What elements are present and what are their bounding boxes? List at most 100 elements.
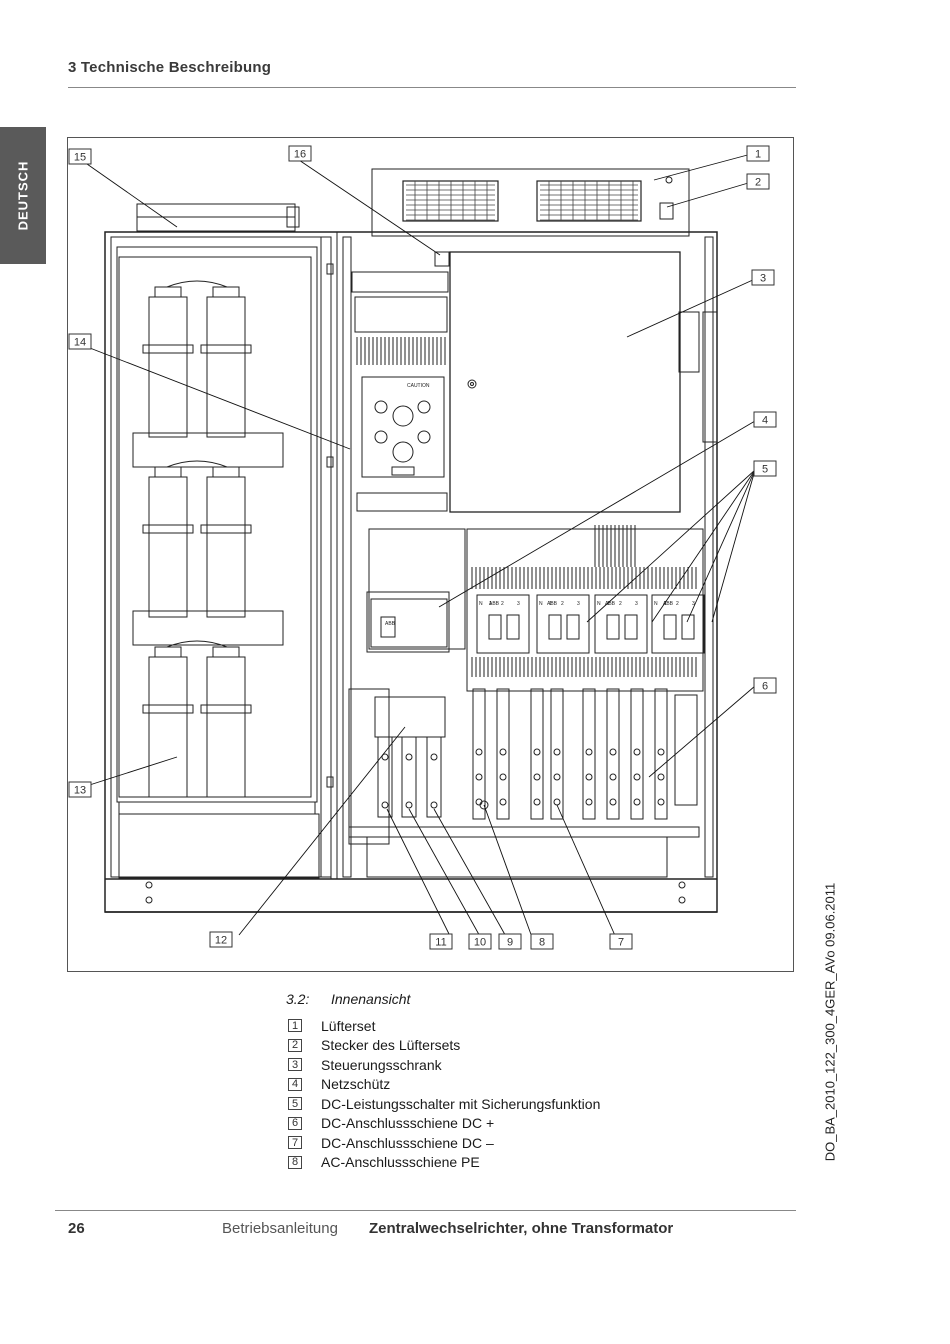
legend-label: Steuerungsschrank bbox=[321, 1056, 442, 1073]
terminal-label: 2 bbox=[619, 601, 622, 607]
footer-doc-type: Betriebsanleitung bbox=[222, 1220, 338, 1237]
left-cabinet-drawing bbox=[110, 236, 334, 879]
language-tab bbox=[0, 127, 46, 264]
callout-box bbox=[209, 931, 233, 948]
document-code: DO_BA_2010_122_300_4GER_AVo 09.06.2011 bbox=[822, 882, 838, 1162]
callout-box bbox=[751, 269, 775, 286]
callout-box bbox=[68, 333, 92, 350]
callout-box bbox=[429, 933, 453, 950]
terminal-label: N bbox=[539, 601, 543, 607]
terminal-label: N bbox=[654, 601, 658, 607]
terminal-label: 2 bbox=[501, 601, 504, 607]
callout-number: 13 bbox=[74, 785, 86, 797]
callout-number: 11 bbox=[435, 937, 446, 949]
legend-item: 8 AC-Anschlussschiene PE bbox=[288, 1153, 600, 1173]
callout-box bbox=[68, 781, 92, 798]
breaker-brand-label: ABB bbox=[605, 601, 616, 607]
callout-box bbox=[288, 145, 312, 162]
callout-leader-line bbox=[653, 152, 756, 181]
callout-leader-line bbox=[711, 469, 756, 623]
legend-label: DC-Leistungsschalter mit Sicherungsfunkt… bbox=[321, 1095, 601, 1112]
footer-divider bbox=[55, 1210, 796, 1211]
terminal-label: 1 bbox=[549, 601, 552, 607]
legend-label: Stecker des Lüftersets bbox=[321, 1037, 461, 1054]
breaker-brand-label: ABB bbox=[489, 601, 500, 607]
callout-leader-line bbox=[408, 808, 483, 941]
callout-number: 10 bbox=[474, 937, 486, 949]
callout-leader-line bbox=[586, 469, 756, 623]
breaker-brand-label: ABB bbox=[385, 621, 396, 627]
terminal-label: 2 bbox=[676, 601, 679, 607]
callout-leader-line bbox=[651, 469, 756, 623]
document-code-wrap: DO_BA_2010_122_300_4GER_AVo 09.06.2011 bbox=[820, 880, 840, 1165]
legend-label: DC-Anschlussschiene DC + bbox=[321, 1115, 495, 1132]
callout-box bbox=[753, 677, 777, 694]
legend-item: 3 Steuerungsschrank bbox=[288, 1055, 600, 1075]
callout-leader-line bbox=[76, 756, 178, 790]
callout-number: 3 bbox=[760, 273, 766, 285]
legend-number: 4 bbox=[288, 1077, 302, 1091]
callout-leader-line bbox=[76, 156, 178, 228]
footer-doc-title: Zentralwechselrichter, ohne Transformato… bbox=[369, 1220, 674, 1237]
legend-number: 8 bbox=[288, 1155, 302, 1169]
caution-label: CAUTION bbox=[407, 383, 430, 389]
callout-number: 5 bbox=[762, 464, 768, 476]
callout-number: 14 bbox=[74, 337, 86, 349]
callout-leader-line bbox=[438, 420, 756, 608]
callout-box bbox=[746, 145, 770, 162]
callout-box bbox=[753, 460, 777, 477]
figure-frame bbox=[67, 137, 794, 972]
callout-box bbox=[609, 933, 633, 950]
callout-box bbox=[753, 411, 777, 428]
legend-item: 7 DC-Anschlussschiene DC – bbox=[288, 1133, 600, 1153]
callout-leader-line bbox=[238, 726, 406, 936]
callout-box bbox=[746, 173, 770, 190]
terminal-label: 1 bbox=[489, 601, 492, 607]
legend-number: 1 bbox=[288, 1019, 302, 1033]
callout-number: 1 bbox=[755, 149, 761, 161]
callout-number: 7 bbox=[618, 937, 624, 949]
language-tab-label-wrap: DEUTSCH bbox=[0, 127, 46, 264]
fan-set-drawing bbox=[371, 168, 690, 237]
terminal-label: N bbox=[597, 601, 601, 607]
legend-label: Netzschütz bbox=[321, 1076, 391, 1093]
chapter-heading: 3 Technische Beschreibung bbox=[68, 59, 272, 76]
legend-item: 1 Lüfterset bbox=[288, 1016, 600, 1036]
callout-leader-line bbox=[626, 278, 756, 338]
terminal-label: 1 bbox=[664, 601, 667, 607]
callout-number: 9 bbox=[507, 937, 513, 949]
right-cabinet-drawing bbox=[336, 231, 718, 880]
breaker-brand-label: ABB bbox=[547, 601, 558, 607]
callout-box bbox=[68, 148, 92, 165]
callout-leader-line bbox=[386, 808, 453, 941]
legend-label: DC-Anschlussschiene DC – bbox=[321, 1134, 494, 1151]
callout-number: 6 bbox=[762, 681, 768, 693]
callout-number: 12 bbox=[215, 935, 227, 947]
callout-leader-line bbox=[556, 804, 618, 941]
figure-title: Innenansicht bbox=[331, 991, 411, 1007]
callout-leader-line bbox=[483, 804, 534, 941]
legend-number: 7 bbox=[288, 1136, 302, 1150]
breaker-brand-label: ABB bbox=[663, 601, 674, 607]
callout-number: 8 bbox=[539, 937, 545, 949]
legend-number: 6 bbox=[288, 1116, 302, 1130]
legend-number: 3 bbox=[288, 1058, 302, 1072]
callout-number: 4 bbox=[762, 415, 768, 427]
figure-number: 3.2: bbox=[286, 991, 310, 1007]
language-tab-label: DEUTSCH bbox=[15, 160, 31, 231]
callout-number: 16 bbox=[294, 149, 306, 161]
callout-leader-line bbox=[666, 180, 756, 208]
callout-leader-line bbox=[686, 469, 756, 623]
legend-label: Lüfterset bbox=[321, 1017, 376, 1034]
figure-caption: 3.2: Innenansicht bbox=[286, 991, 410, 1007]
terminal-label: 3 bbox=[692, 601, 695, 607]
left-fan-grid bbox=[136, 203, 300, 232]
callout-leader-line bbox=[433, 808, 509, 941]
terminal-label: 3 bbox=[635, 601, 638, 607]
legend-label: AC-Anschlussschiene PE bbox=[321, 1154, 480, 1171]
legend-item: 6 DC-Anschlussschiene DC + bbox=[288, 1114, 600, 1134]
terminal-label: 3 bbox=[577, 601, 580, 607]
callout-leader-line bbox=[648, 685, 756, 778]
callout-number: 15 bbox=[74, 152, 86, 164]
